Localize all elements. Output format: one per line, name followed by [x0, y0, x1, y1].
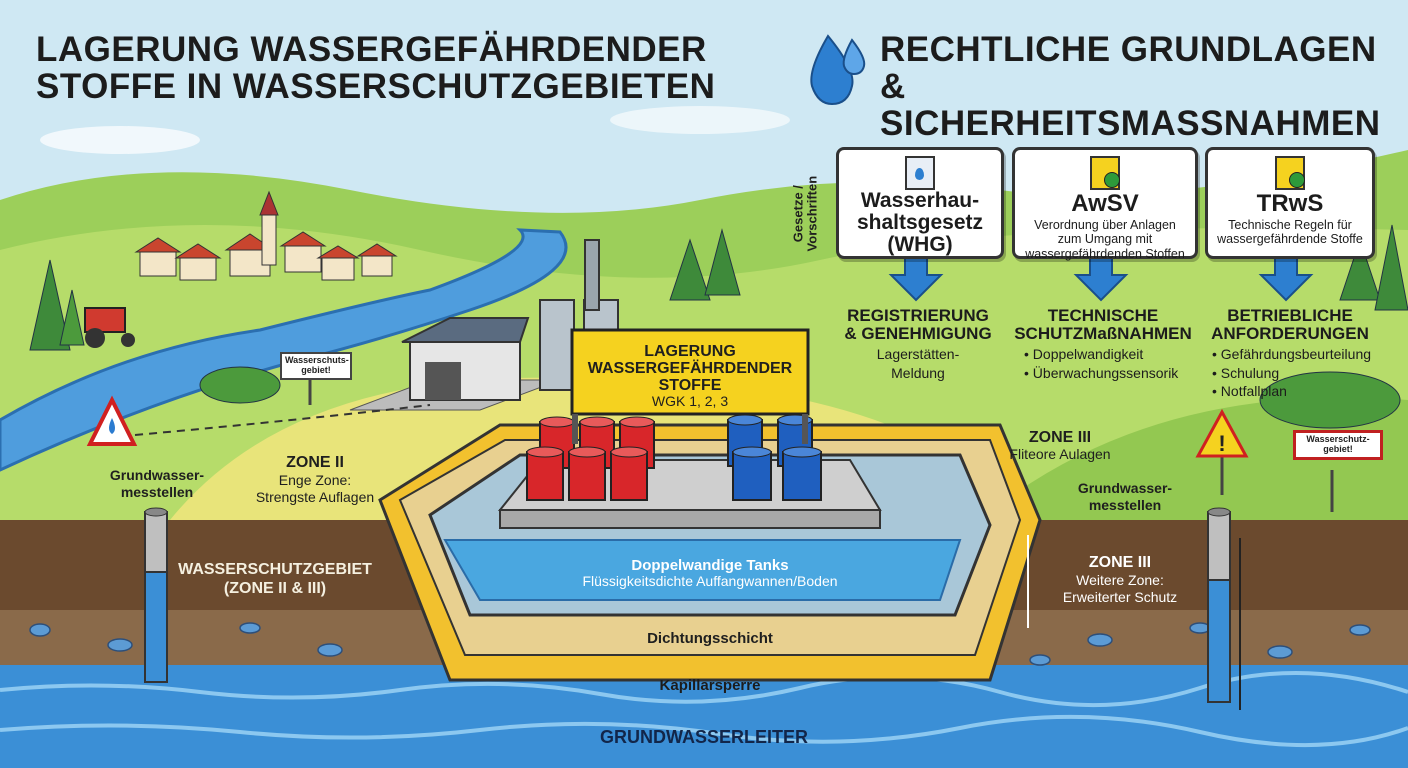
law-box-awsv: AwSV Verordnung über Anlagen zum Umgang … — [1012, 147, 1198, 261]
aquifer-layer — [0, 665, 1408, 768]
warning-triangle-right: ! — [1195, 408, 1249, 495]
zone-iii-description: Weitere Zone: Erweiterter Schutz — [1062, 571, 1178, 605]
storage-sign-text: LAGERUNG WASSERGEFÄHRDENDER STOFFE WGK 1… — [572, 343, 808, 410]
main-title-line: LAGERUNG WASSERGEFÄHRDENDER — [36, 30, 707, 69]
water-wave — [0, 714, 1408, 748]
sealing-layer-label: Dichtungsschicht — [647, 630, 773, 647]
zone-iii-title: ZONE III — [1088, 554, 1152, 571]
storage-sign-board — [570, 328, 810, 416]
storage-sign-line: STOFFE — [658, 376, 722, 394]
main-title-line: STOFFE IN WASSERSCHUTZGEBIETEN — [36, 66, 716, 106]
storage-sign-line: LAGERUNG — [644, 343, 736, 360]
main-title-line: RECHTLICHE GRUNDLAGEN & — [880, 30, 1377, 106]
sign-post — [802, 414, 808, 444]
water-protection-sign-left: Wasserschuts- gebiet! — [280, 352, 352, 380]
main-title-right: RECHTLICHE GRUNDLAGEN & SICHERHEITSMASSN… — [880, 30, 1408, 143]
zone-ii-description: Enge Zone: Strengste Auflagen — [255, 471, 375, 505]
laws-side-label-line: Vorschriften — [804, 175, 819, 252]
water-protection-sign-right: Wasserschutz- gebiet! — [1293, 430, 1383, 460]
measure-technical: TECHNISCHE SCHUTZMaßNAHMEN • Doppelwandi… — [1010, 307, 1196, 382]
law-description: Technische Regeln für wassergefährdende … — [1217, 218, 1363, 247]
measure-heading: TECHNISCHE SCHUTZMaßNAHMEN — [1014, 306, 1192, 343]
law-name: AwSV — [1071, 190, 1139, 217]
platform-edge — [499, 509, 881, 529]
storage-sign-wgk: WGK 1, 2, 3 — [651, 393, 729, 410]
monitoring-wells-label-right: Grundwasser- messtellen — [1077, 480, 1173, 513]
water-wave — [0, 670, 1408, 708]
collection-pool — [443, 539, 962, 601]
well-left — [144, 507, 168, 683]
main-title-line: SICHERHEITSMASSNAHMEN — [880, 103, 1381, 143]
measure-heading: BETRIEBLICHE ANFORDERUNGEN — [1211, 306, 1369, 343]
tractor — [84, 307, 135, 348]
warning-triangle-left — [86, 395, 138, 446]
gravel-stones — [29, 622, 1371, 666]
zone-boundary-line — [134, 404, 431, 436]
measure-item: • Gefährdungsbeurteilung — [1212, 345, 1372, 362]
law-name: Wasserhau- shaltsgesetz (WHG) — [856, 189, 984, 257]
tanks-title: Doppelwandige Tanks — [631, 557, 789, 574]
well-right — [1207, 507, 1231, 703]
monitoring-wells-label-left: Grundwasser- messtellen — [109, 467, 205, 500]
cloud — [610, 106, 790, 134]
law-box-trws: TRwS Technische Regeln für wassergefährd… — [1205, 147, 1375, 259]
zone-iii-top-label: ZONE III Fliteore Aulagen — [985, 429, 1135, 462]
zone-iii-meadow — [980, 397, 1408, 520]
capillary-barrier-label: Kapillarsperre — [659, 677, 761, 694]
checked-document-icon — [1090, 156, 1120, 190]
main-title-left: LAGERUNG WASSERGEFÄHRDENDER STOFFE IN WA… — [36, 30, 716, 106]
factory — [349, 239, 619, 411]
laws-side-label-line: Gesetze / — [790, 185, 806, 243]
trees — [29, 224, 1408, 429]
document-icon — [905, 156, 935, 190]
checked-document-icon — [1275, 156, 1305, 190]
measure-heading: REGISTRIERUNG & GENEHMIGUNG — [844, 306, 992, 343]
measure-item: • Notfallplan — [1212, 383, 1287, 400]
measure-item: • Schulung — [1212, 364, 1280, 381]
zone-iii-top-description: Fliteore Aulagen — [1009, 445, 1111, 462]
village — [134, 190, 398, 281]
svg-text:!: ! — [1218, 431, 1225, 456]
law-box-whg: Wasserhau- shaltsgesetz (WHG) — [836, 147, 1004, 259]
measure-item: • Doppelwandigkeit — [1024, 345, 1144, 362]
law-description: Verordnung über Anlagen zum Umgang mit w… — [1025, 218, 1185, 261]
cloud — [40, 126, 200, 154]
laws-side-label: Gesetze / Vorschriften — [790, 169, 819, 259]
law-name: TRwS — [1256, 190, 1324, 217]
zone-ii-label: ZONE II Enge Zone: Strengste Auflagen — [240, 454, 390, 505]
tanks-label: Doppelwandige Tanks Flüssigkeitsdichte A… — [480, 558, 940, 588]
storage-sign-line: WASSERGEFÄHRDENDER — [587, 359, 793, 377]
sign-post — [572, 414, 578, 444]
zone-ii-title: ZONE II — [286, 454, 344, 471]
measure-item: Lagerstätten- Meldung — [876, 345, 960, 381]
zone-iii-label: ZONE III Weitere Zone: Erweiterter Schut… — [1040, 554, 1200, 605]
measure-registration: REGISTRIERUNG & GENEHMIGUNG Lagerstätten… — [828, 307, 1008, 382]
measure-item: • Überwachungssensorik — [1024, 364, 1179, 381]
tanks-description: Flüssigkeitsdichte Auffangwannen/Boden — [582, 572, 838, 589]
red-drums — [526, 416, 655, 501]
protection-area-label: WASSERSCHUTZGEBIET (ZONE II & III) — [178, 561, 372, 598]
aquifer-label: GRUNDWASSERLEITER — [599, 727, 808, 747]
measure-operational: BETRIEBLICHE ANFORDERUNGEN • Gefährdungs… — [1200, 307, 1380, 401]
water-drop-icon — [810, 34, 866, 106]
zone-iii-top-title: ZONE III — [1028, 429, 1092, 446]
